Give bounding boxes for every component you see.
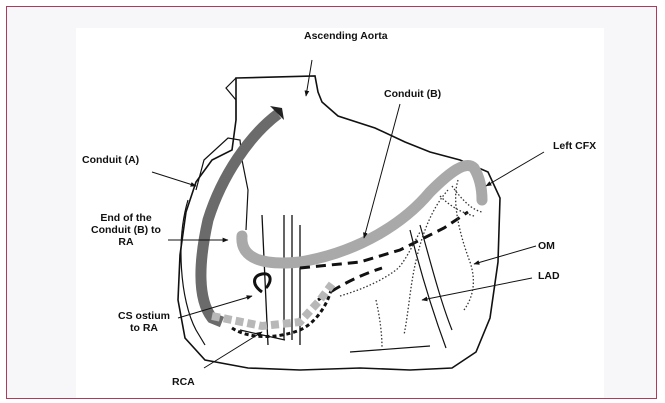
arrow-om — [474, 246, 536, 264]
label-cs-line-2: to RA — [112, 322, 176, 334]
cs-dashed — [232, 285, 332, 337]
label-cs-ostium: CS ostium to RA — [112, 310, 176, 334]
label-end-of-conduit: End of the Conduit (B) to RA — [88, 212, 164, 248]
label-rca: RCA — [172, 376, 195, 388]
label-lad: LAD — [538, 270, 560, 282]
label-conduit-b: Conduit (B) — [384, 88, 441, 100]
cfx-dotted — [440, 186, 482, 216]
cs-ostium-hook — [255, 274, 271, 292]
aorta-outline — [226, 78, 236, 120]
label-conduit-a: Conduit (A) — [82, 154, 139, 166]
septum-lines — [262, 215, 300, 345]
label-ascending-aorta: Ascending Aorta — [304, 30, 388, 42]
arrow-rca — [204, 332, 262, 368]
label-end-conduit-line-1: End of the — [88, 212, 164, 224]
label-cs-line-1: CS ostium — [112, 310, 176, 322]
arrow-ascending-aorta — [306, 60, 312, 96]
arrow-conduit-a — [152, 172, 196, 186]
arrow-left-cfx — [486, 152, 544, 186]
label-left-cfx: Left CFX — [553, 140, 596, 152]
label-om: OM — [538, 240, 555, 252]
conduit-a — [201, 114, 278, 322]
label-end-conduit-line-3: RA — [88, 236, 164, 248]
conduit-b — [242, 165, 482, 262]
label-end-conduit-line-2: Conduit (B) to — [88, 224, 164, 236]
